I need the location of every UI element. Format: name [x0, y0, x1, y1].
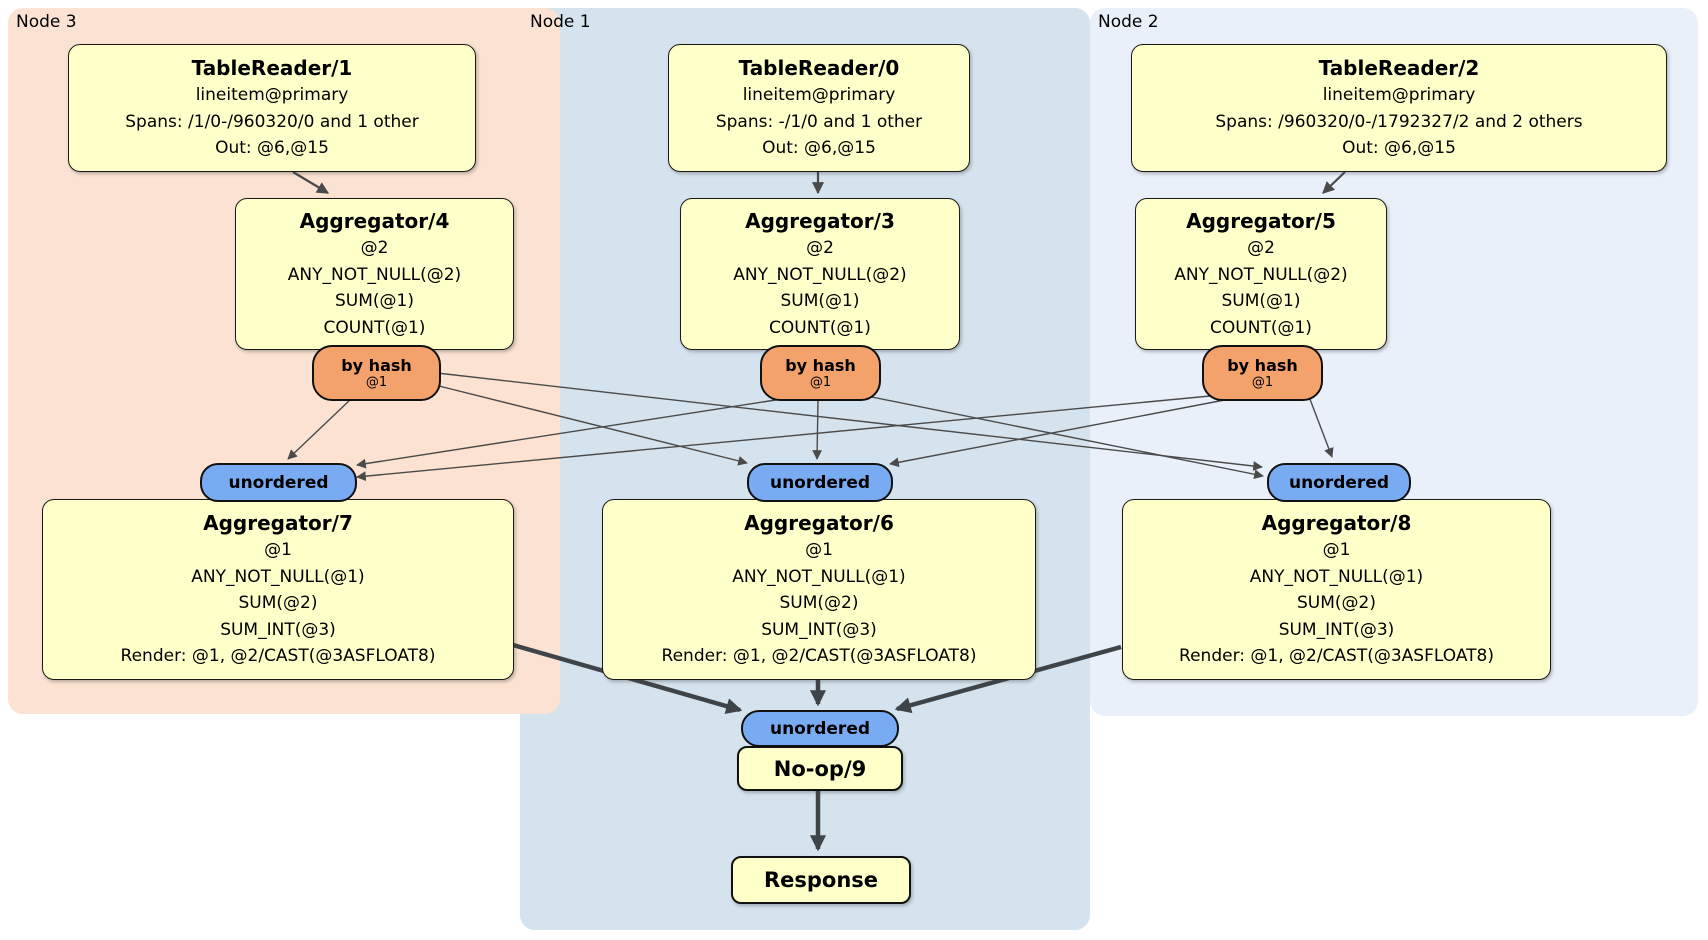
- processor-index: lineitem@primary: [195, 85, 349, 106]
- processor-agg-fn: SUM(@2): [238, 593, 318, 614]
- router-by-hash-5: by hash @1: [1202, 345, 1323, 401]
- processor-agg-fn: COUNT(@1): [1210, 317, 1312, 338]
- processor-spans: Spans: /1/0-/960320/0 and 1 other: [125, 111, 419, 132]
- router-by-hash-3: by hash @1: [760, 345, 881, 401]
- processor-title: TableReader/1: [191, 56, 353, 81]
- processor-agg-fn: SUM(@2): [1297, 593, 1376, 614]
- router-label: by hash: [341, 355, 412, 375]
- node2-label: Node 2: [1098, 12, 1159, 32]
- processor-group-key: @1: [805, 540, 833, 561]
- router-key: @1: [1251, 374, 1274, 390]
- processor-group-key: @2: [360, 238, 389, 258]
- router-key: @1: [809, 374, 832, 390]
- processor-agg-fn: ANY_NOT_NULL(@1): [732, 566, 906, 587]
- processor-agg-fn: ANY_NOT_NULL(@2): [287, 264, 462, 285]
- processor-aggregator-3: Aggregator/3 @2 ANY_NOT_NULL(@2) SUM(@1)…: [680, 198, 960, 350]
- processor-agg-fn: SUM(@1): [780, 291, 860, 311]
- processor-out: Out: @6,@15: [762, 138, 876, 159]
- router-label: by hash: [1227, 355, 1298, 375]
- processor-title: Aggregator/8: [1261, 511, 1412, 536]
- processor-agg-fn: COUNT(@1): [323, 317, 426, 338]
- processor-agg-fn: SUM_INT(@3): [761, 619, 877, 640]
- sync-unordered-7: unordered: [200, 463, 357, 502]
- processor-agg-fn: ANY_NOT_NULL(@1): [191, 566, 365, 587]
- processor-agg-fn: ANY_NOT_NULL(@2): [733, 264, 907, 285]
- sync-unordered-6: unordered: [747, 463, 893, 502]
- processor-title: Aggregator/5: [1186, 209, 1336, 233]
- processor-title: TableReader/0: [738, 56, 900, 81]
- processor-render: Render: @1, @2/CAST(@3ASFLOAT8): [1179, 646, 1494, 667]
- node1-label: Node 1: [530, 12, 591, 32]
- processor-render: Render: @1, @2/CAST(@3ASFLOAT8): [120, 646, 436, 667]
- processor-agg-fn: COUNT(@1): [769, 317, 871, 338]
- processor-title: Aggregator/3: [745, 209, 895, 233]
- processor-index: lineitem@primary: [742, 85, 896, 106]
- processor-render: Render: @1, @2/CAST(@3ASFLOAT8): [661, 646, 977, 667]
- processor-agg-fn: ANY_NOT_NULL(@1): [1249, 566, 1424, 587]
- router-by-hash-4: by hash @1: [312, 345, 441, 401]
- processor-agg-fn: SUM(@1): [335, 291, 414, 311]
- processor-out: Out: @6,@15: [215, 138, 329, 159]
- processor-aggregator-5: Aggregator/5 @2 ANY_NOT_NULL(@2) SUM(@1)…: [1135, 198, 1387, 350]
- processor-agg-fn: SUM(@2): [779, 593, 859, 614]
- processor-title: TableReader/2: [1318, 56, 1480, 81]
- processor-title: Aggregator/7: [203, 511, 353, 536]
- processor-group-key: @2: [1247, 238, 1275, 258]
- processor-group-key: @1: [264, 540, 292, 561]
- processor-tablereader-2: TableReader/2 lineitem@primary Spans: /9…: [1131, 44, 1667, 172]
- processor-index: lineitem@primary: [1322, 85, 1476, 106]
- processor-spans: Spans: -/1/0 and 1 other: [715, 111, 923, 132]
- processor-agg-fn: SUM_INT(@3): [220, 619, 336, 640]
- processor-agg-fn: SUM_INT(@3): [1278, 619, 1395, 640]
- processor-title: Aggregator/4: [299, 209, 450, 233]
- processor-aggregator-4: Aggregator/4 @2 ANY_NOT_NULL(@2) SUM(@1)…: [235, 198, 514, 350]
- node3-label: Node 3: [16, 12, 77, 32]
- processor-agg-fn: ANY_NOT_NULL(@2): [1174, 264, 1348, 285]
- processor-tablereader-0: TableReader/0 lineitem@primary Spans: -/…: [668, 44, 970, 172]
- processor-out: Out: @6,@15: [1342, 138, 1456, 159]
- router-key: @1: [365, 374, 388, 390]
- processor-group-key: @2: [806, 238, 834, 258]
- processor-agg-fn: SUM(@1): [1221, 291, 1301, 311]
- response-box: Response: [731, 856, 911, 904]
- processor-noop-9: No-op/9: [737, 746, 903, 791]
- processor-tablereader-1: TableReader/1 lineitem@primary Spans: /1…: [68, 44, 476, 172]
- processor-title: Aggregator/6: [744, 511, 894, 536]
- processor-aggregator-8: Aggregator/8 @1 ANY_NOT_NULL(@1) SUM(@2)…: [1122, 499, 1551, 680]
- sync-unordered-output: unordered: [741, 710, 899, 747]
- processor-aggregator-6: Aggregator/6 @1 ANY_NOT_NULL(@1) SUM(@2)…: [602, 499, 1036, 680]
- router-label: by hash: [785, 355, 856, 375]
- processor-group-key: @1: [1322, 540, 1351, 561]
- processor-spans: Spans: /960320/0-/1792327/2 and 2 others: [1215, 111, 1583, 132]
- sync-unordered-8: unordered: [1267, 463, 1411, 502]
- processor-aggregator-7: Aggregator/7 @1 ANY_NOT_NULL(@1) SUM(@2)…: [42, 499, 514, 680]
